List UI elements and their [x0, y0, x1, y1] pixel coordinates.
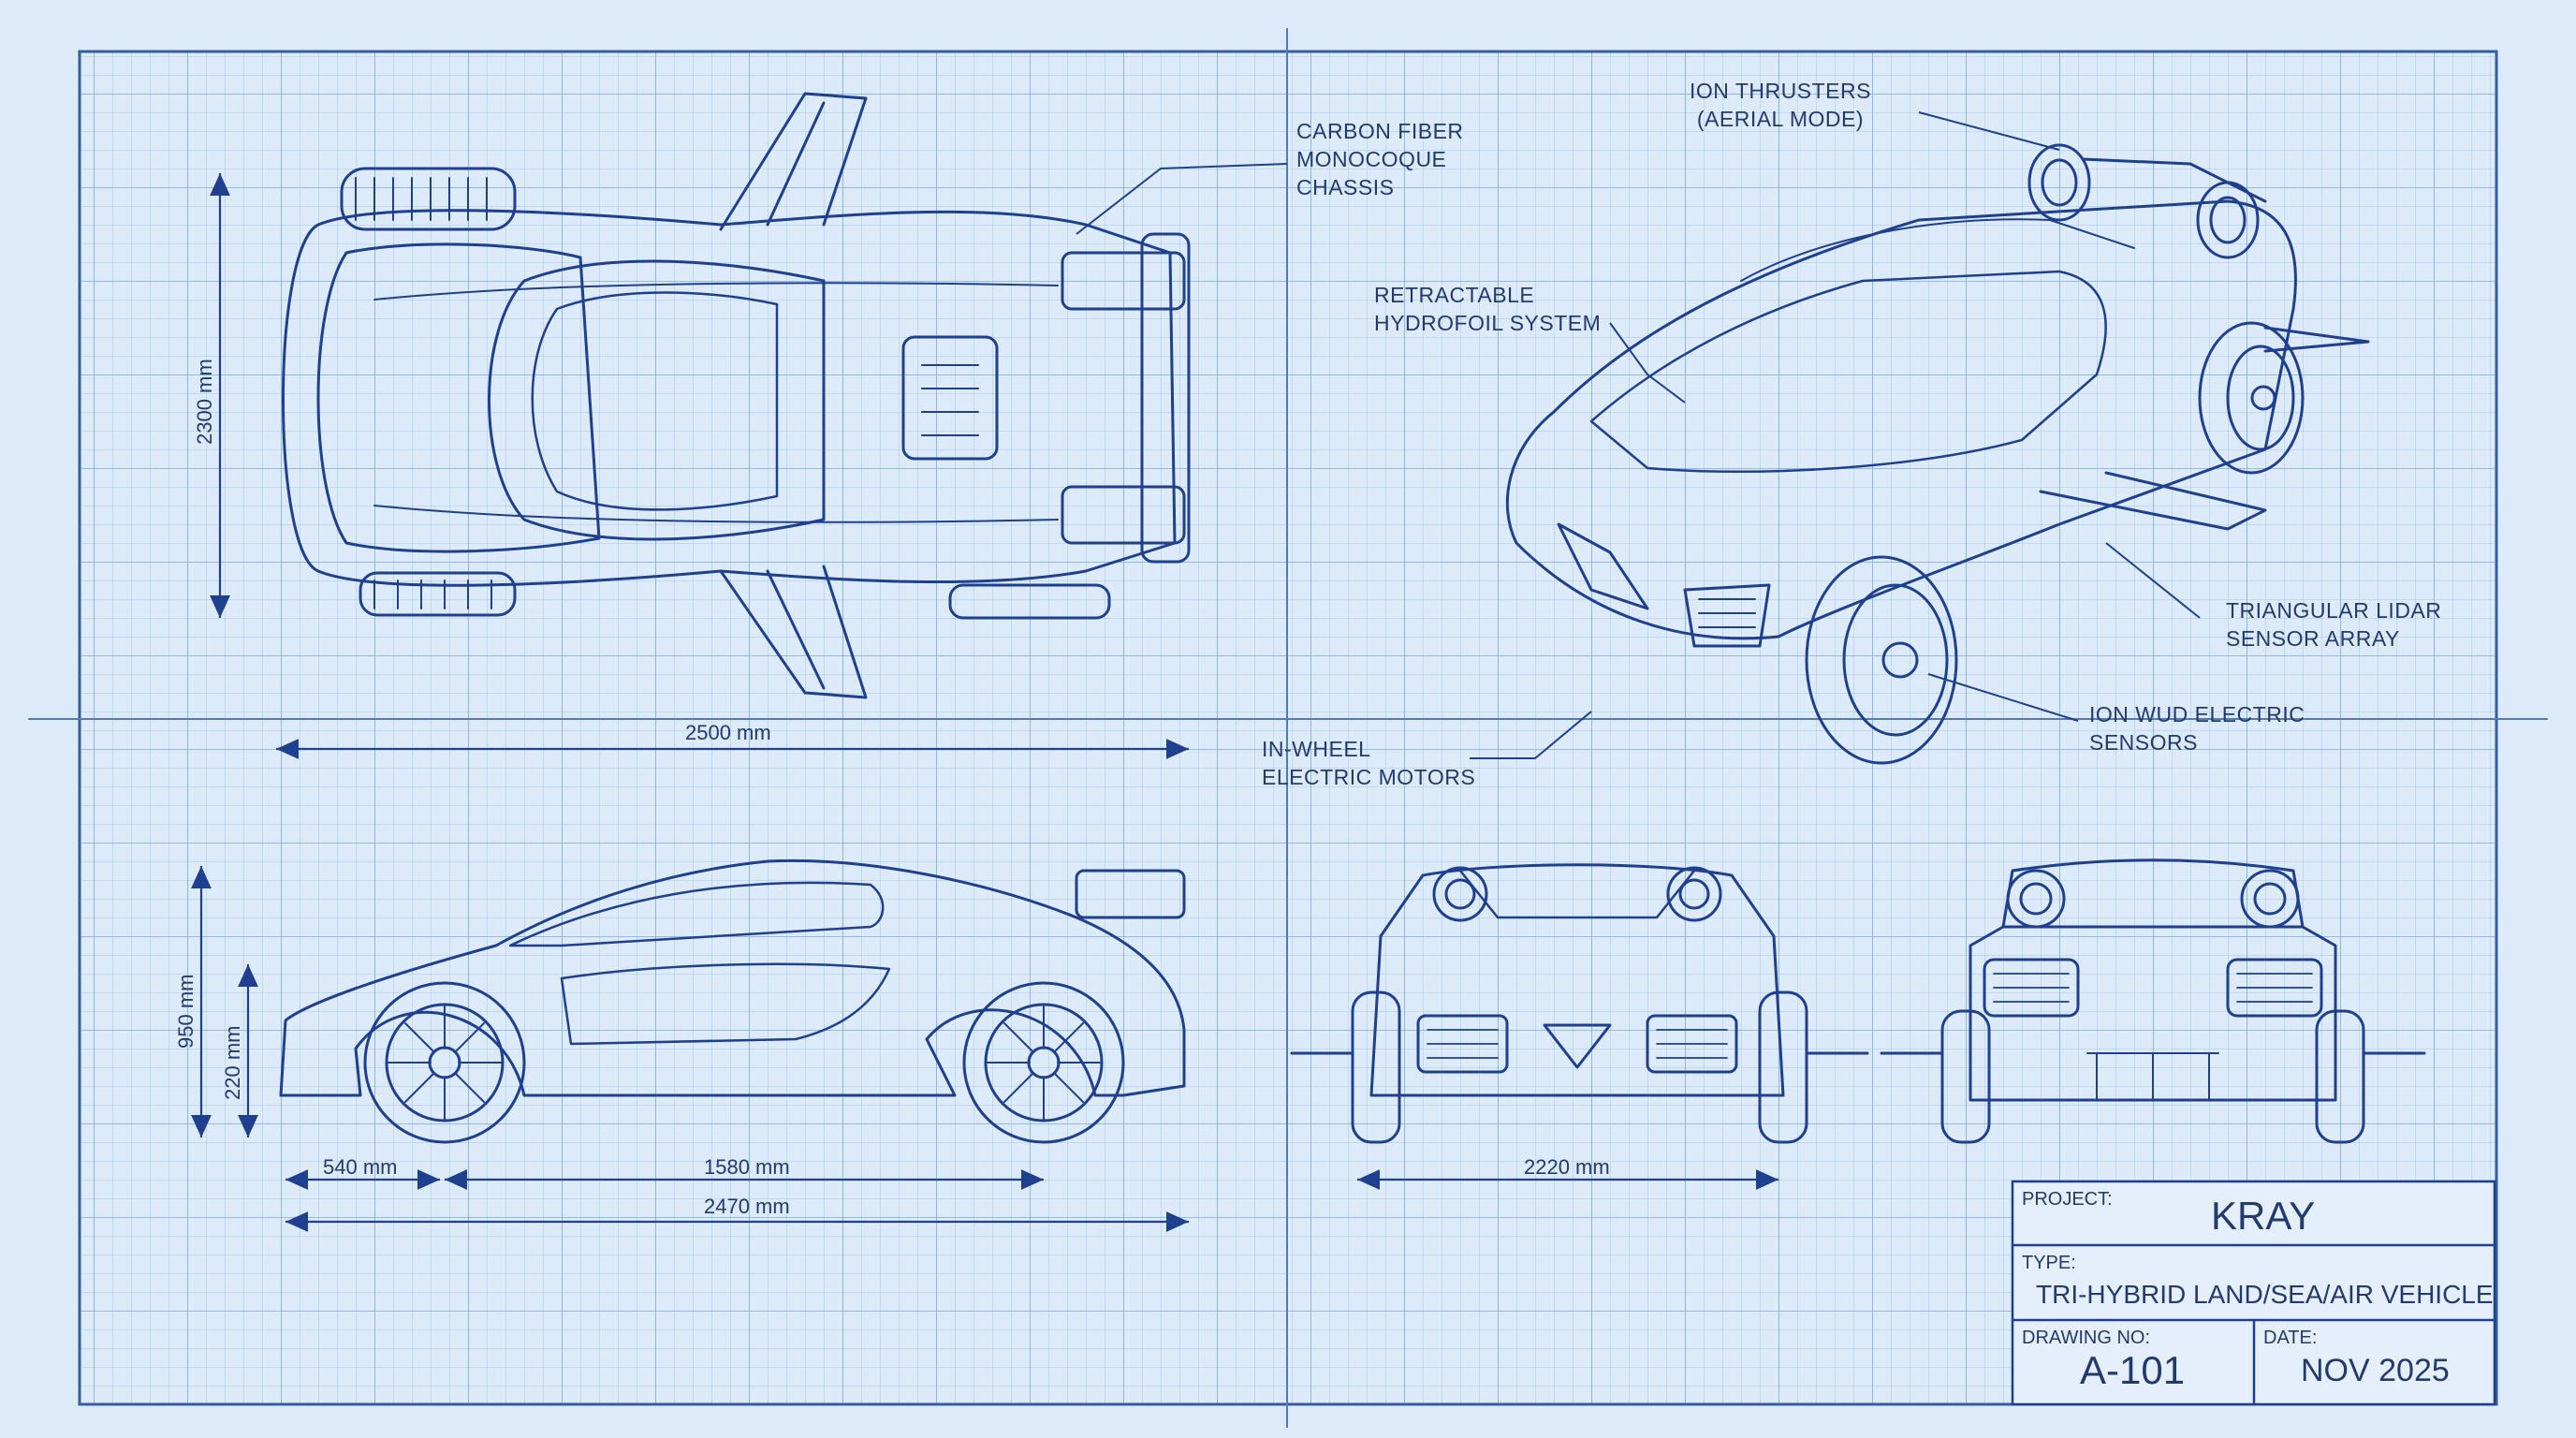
type-label: TYPE: — [2022, 1253, 2076, 1273]
drawing-label: DRAWING NO: — [2022, 1328, 2151, 1348]
callout-lidar: TRIANGULAR LIDAR SENSOR ARRAY — [2226, 596, 2441, 653]
dim-front-track: 2220 mm — [1524, 1155, 1610, 1179]
callout-line: (AERIAL MODE) — [1696, 107, 1865, 131]
callout-hydrofoil: RETRACTABLE HYDROFOIL SYSTEM — [1374, 281, 1601, 337]
dim-side-wheelbase: 1580 mm — [704, 1155, 790, 1179]
drawing-value: A-101 — [2080, 1348, 2186, 1392]
callout-line: ELECTRIC MOTORS — [1262, 765, 1476, 789]
project-value: KRAY — [2211, 1194, 2316, 1238]
callout-line: MONOCOQUE — [1296, 147, 1447, 171]
dimension-lines — [191, 173, 1778, 1232]
callout-line: SENSORS — [2089, 730, 2198, 755]
dim-side-height-lower: 220 mm — [221, 1025, 244, 1100]
callout-carbon-fiber: CARBON FIBER MONOCOQUE CHASSIS — [1296, 117, 1464, 201]
project-label: PROJECT: — [2022, 1189, 2113, 1210]
front-view — [1290, 863, 1869, 1144]
dim-top-width: 2300 mm — [193, 359, 216, 445]
dim-top-length: 2500 mm — [685, 721, 771, 744]
type-value: TRI-HYBRID LAND/SEA/AIR VEHICLE — [2036, 1280, 2494, 1309]
callout-sensors: ION WUD ELECTRIC SENSORS — [2089, 700, 2305, 756]
date-label: DATE: — [2263, 1328, 2318, 1348]
dim-side-length: 2470 mm — [704, 1195, 790, 1218]
date-value: NOV 2025 — [2301, 1353, 2450, 1388]
callout-line: CARBON FIBER — [1296, 119, 1464, 143]
callout-line: ION WUD ELECTRIC — [2089, 702, 2305, 726]
dim-side-front: 540 mm — [323, 1155, 398, 1179]
callout-ion-thrusters: ION THRUSTERS (AERIAL MODE) — [1690, 77, 1871, 133]
rear-view — [1880, 858, 2426, 1144]
callout-line: RETRACTABLE — [1374, 283, 1535, 307]
perspective-view — [1505, 143, 2370, 765]
callout-line: SENSOR ARRAY — [2226, 626, 2400, 651]
callout-in-wheel-motors: IN-WHEEL ELECTRIC MOTORS — [1262, 735, 1475, 791]
leader-lines — [1076, 111, 2201, 759]
dim-side-height-total: 950 mm — [174, 974, 198, 1049]
callout-line: CHASSIS — [1296, 175, 1395, 199]
side-view — [279, 858, 1186, 1144]
callout-line: HYDROFOIL SYSTEM — [1374, 311, 1602, 335]
title-block — [2011, 1180, 2496, 1406]
top-view — [282, 92, 1191, 699]
callout-line: ION THRUSTERS — [1690, 79, 1871, 103]
callout-line: TRIANGULAR LIDAR — [2226, 598, 2442, 623]
callout-line: IN-WHEEL — [1262, 737, 1371, 761]
